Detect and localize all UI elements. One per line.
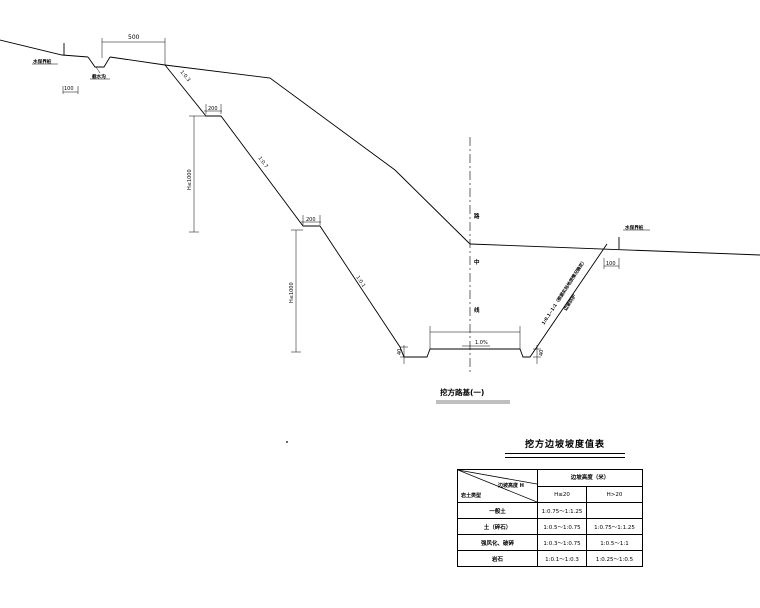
table-header-diag-top: 边坡高度 H [498, 483, 524, 489]
table-row: 强风化、破碎 1:0.3～1:0.75 1:0.5～1:1 [457, 534, 643, 551]
dim-depth-left: 40 [397, 345, 408, 364]
ground-line-left [0, 39, 89, 58]
dim-berm-lower-label: 200 [306, 217, 316, 223]
table-col-b: H>20 [606, 492, 623, 498]
table-cell-type: 土（碎石） [457, 518, 538, 535]
label-boundary-right: 水保界桩 [625, 224, 644, 231]
dim-depth-left-label: 40 [397, 349, 403, 355]
label-ditch: 截水沟 [92, 73, 106, 80]
table-cell-a: 1:0.3～1:0.75 [537, 534, 587, 551]
table-cell-a: 1:0.75～1:1.25 [537, 502, 587, 519]
dim-height-lower-label: H≤1000 [289, 282, 295, 303]
intercept-ditch [87, 56, 111, 68]
table-cell-type: 一般土 [457, 502, 538, 519]
dim-height-upper: H≤1000 [187, 115, 206, 233]
table-title: 挖方边坡坡度值表 [524, 440, 605, 450]
dim-ditch-100-label: 100 [64, 86, 74, 92]
table-header-diagonal: 边坡高度 H 岩土类型 [457, 469, 538, 503]
table-cell-b: 1:0.75～1:1.25 [586, 518, 643, 535]
table-cell-b: 1:0.25～1:0.5 [586, 550, 643, 567]
table-title-underline [505, 453, 625, 458]
label-boundary-left: 水保界桩 [33, 58, 52, 65]
dim-500: 500 [101, 34, 166, 65]
table-header-diag-bottom: 岩土类型 [461, 493, 482, 499]
dim-right-100-label: 100 [606, 261, 616, 267]
table-header-row: 边坡高度 H 岩土类型 边坡高度（米） H≤20 H>20 [457, 469, 643, 503]
dim-ditch-100: 100 [62, 86, 79, 94]
table-cell-type: 强风化、破碎 [457, 534, 538, 551]
table-cell-b: 1:0.5～1:1 [586, 534, 643, 551]
table-cell-type: 岩石 [457, 550, 538, 567]
dim-berm-upper: 200 [204, 104, 222, 114]
dim-depth-right-label: 40 [539, 350, 545, 356]
slope-middle-label: 1:0.7 [256, 156, 269, 170]
centerline-char-2: 中 [474, 258, 480, 266]
slope-lower-label: 1:0.1 [354, 275, 366, 289]
centerline-char-3: 线 [474, 306, 480, 314]
slope-table: 边坡高度 H 岩土类型 边坡高度（米） H≤20 H>20 一般土 1:0.75… [457, 469, 643, 567]
dim-height-upper-label: H≤1000 [187, 169, 193, 190]
table-cell-b [586, 502, 643, 519]
cut-slope-profile [164, 64, 608, 358]
table-row: 岩石 1:0.1～1:0.3 1:0.25～1:0.5 [457, 550, 643, 567]
table-row: 土（碎石） 1:0.5～1:0.75 1:0.75～1:1.25 [457, 518, 643, 535]
table-cell-a: 1:0.5～1:0.75 [537, 518, 587, 535]
dim-crown-label: 1.0% [475, 340, 488, 346]
dim-crown: 1.0% [429, 326, 521, 349]
ditch-floor-left [399, 346, 405, 358]
ground-line-right [469, 243, 760, 256]
table-row: 一般土 1:0.75～1:1.25 [457, 502, 643, 519]
stray-dot [286, 441, 288, 443]
dim-berm-upper-label: 200 [208, 106, 218, 112]
table-header-height: 边坡高度（米） H≤20 H>20 [537, 469, 643, 503]
dim-right-100: 100 [603, 258, 620, 269]
dim-berm-lower: 200 [301, 215, 321, 225]
dim-height-lower: H≤1000 [289, 229, 303, 353]
slope-top-label: 1:0.3 [178, 69, 191, 83]
ground-line-top [109, 56, 471, 245]
centerline-char-1: 路 [474, 212, 480, 220]
table-cell-a: 1:0.1～1:0.3 [537, 550, 587, 567]
table-col-a: H≤20 [538, 487, 587, 503]
dim-depth-right: 40 [533, 345, 545, 364]
dim-500-label: 500 [128, 34, 140, 41]
table-header-height-label: 边坡高度（米） [538, 470, 642, 487]
slope-right-label: 1:0.1~1:1（根据实际地质情况确定） [540, 258, 588, 326]
section-title: 挖方路基(一) [440, 387, 484, 397]
